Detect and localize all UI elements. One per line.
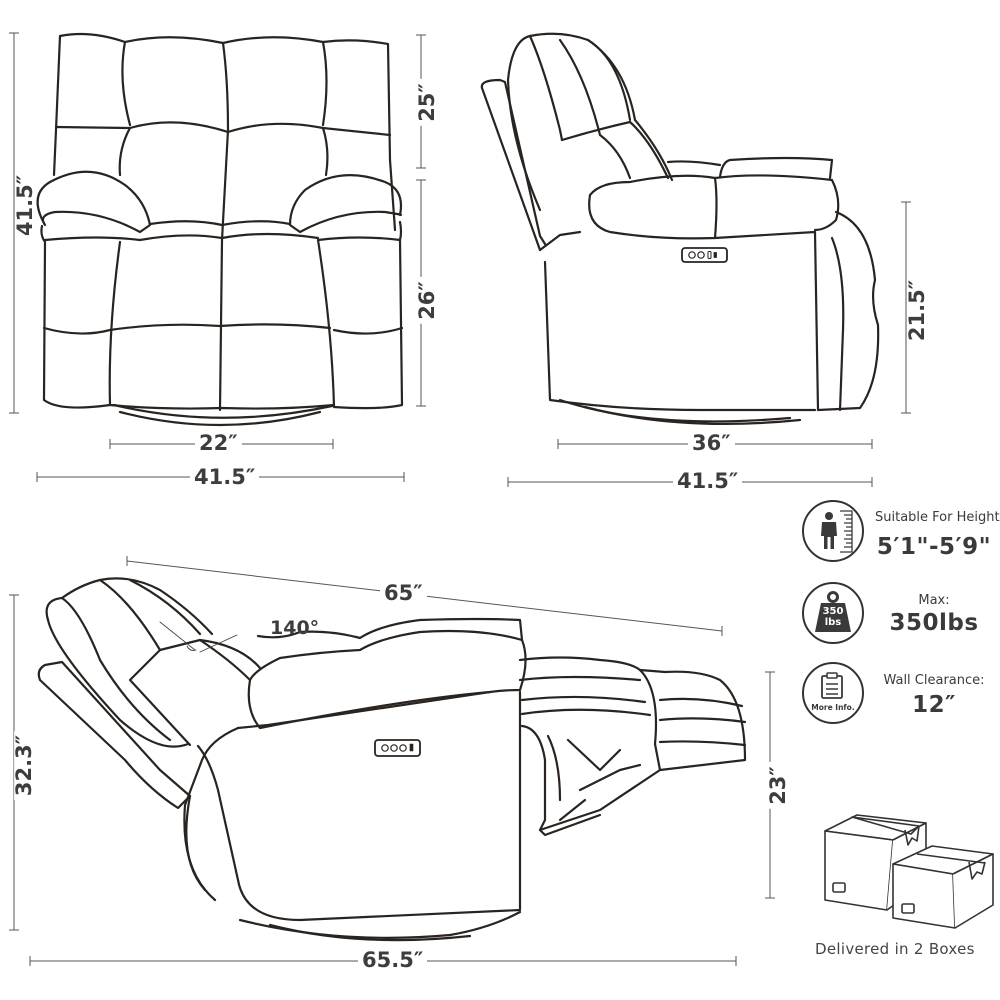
person-height-icon <box>802 500 864 562</box>
side-arm-height-label: 21.5″ <box>905 275 929 346</box>
reclined-length-label: 65″ <box>380 583 427 604</box>
weight-icon-unit: lbs <box>824 617 842 628</box>
dimension-lines <box>9 32 911 966</box>
front-total-width-label: 41.5″ <box>190 467 260 488</box>
front-back-height-label: 25″ <box>415 79 439 126</box>
footrest-height-label: 23″ <box>766 762 790 809</box>
recline-angle-label: 140° <box>270 617 320 639</box>
max-weight-label: Max: <box>918 593 950 608</box>
weight-icon-number: 350 <box>822 606 844 617</box>
boxes-icon <box>824 814 994 929</box>
reclined-height-label: 32.3″ <box>12 730 36 801</box>
clipboard-icon: More Info. <box>802 662 864 724</box>
height-spec-label: Suitable For Height <box>875 510 1000 525</box>
total-reclined-length-label: 65.5″ <box>358 950 428 971</box>
front-total-height-label: 41.5″ <box>13 170 37 241</box>
max-weight-value: 350lbs <box>889 610 979 636</box>
front-seat-width-label: 22″ <box>195 433 242 454</box>
front-view-chair <box>36 32 404 427</box>
side-total-depth-label: 41.5″ <box>673 471 743 492</box>
reclined-view-chair <box>37 577 747 942</box>
height-spec-value: 5′1"-5′9" <box>876 534 992 560</box>
wall-clearance-label: Wall Clearance: <box>883 673 985 688</box>
front-seat-height-label: 26″ <box>415 277 439 324</box>
more-info-text: More Info. <box>811 703 855 712</box>
recline-angle-indicator <box>159 621 238 653</box>
side-seat-depth-label: 36″ <box>688 433 735 454</box>
side-view-chair <box>480 32 880 425</box>
weight-icon: 350 lbs <box>802 582 864 644</box>
wall-clearance-value: 12″ <box>912 692 956 718</box>
delivery-caption: Delivered in 2 Boxes <box>815 940 975 958</box>
